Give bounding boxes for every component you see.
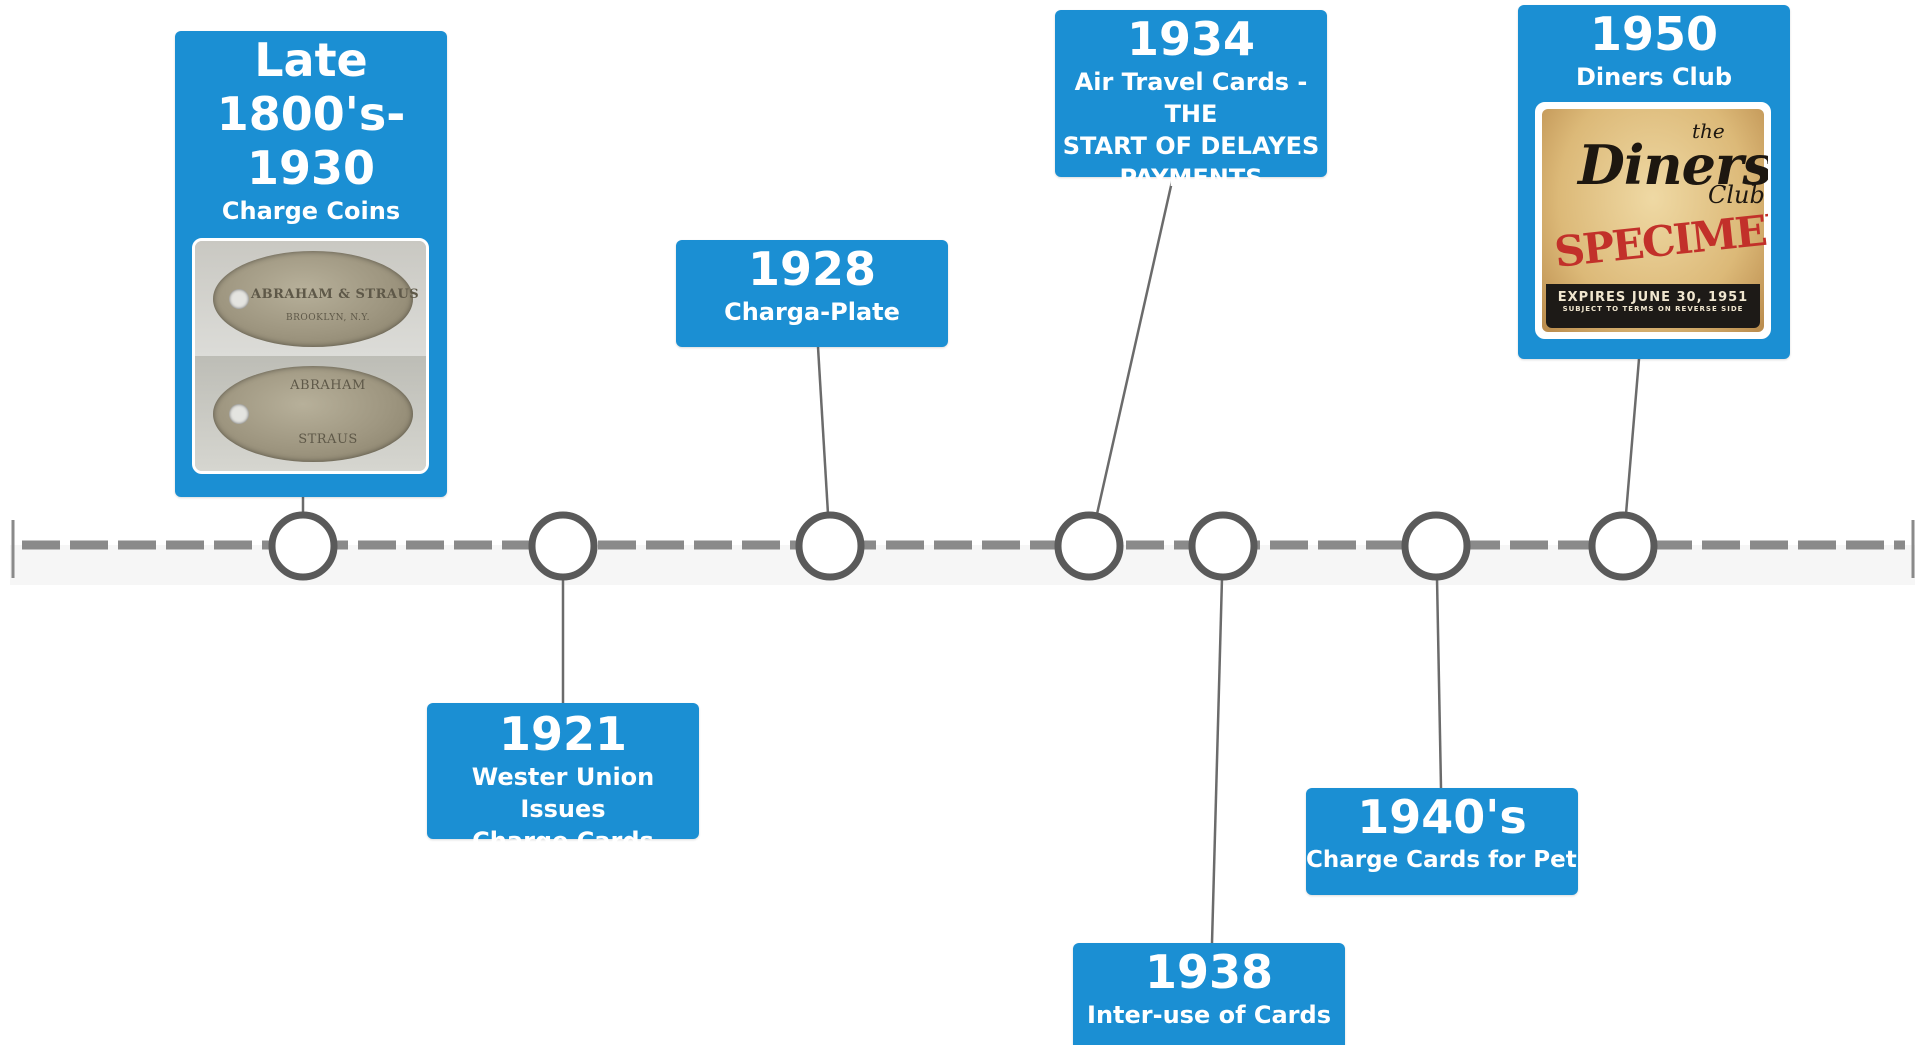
event-description: Wester Union Issues (471, 763, 655, 823)
diners-card-terms: SUBJECT TO TERMS ON REVERSE SIDE (1562, 305, 1744, 313)
timeline-node-1940s[interactable] (1401, 511, 1471, 581)
event-year: 1921 (498, 707, 628, 761)
diners-club-card-photo[interactable]: the Diners' Club SPECIMEN EXPIRES JUNE 3… (1535, 102, 1771, 339)
event-year: 1930 (246, 141, 376, 195)
event-description: Inter-use of Cards (1087, 1001, 1331, 1029)
connector-1934 (1095, 176, 1175, 515)
event-card-1938[interactable]: 1938 Inter-use of Cards (1073, 943, 1345, 1045)
event-year: 1800's- (216, 87, 406, 141)
event-description: Charge Cards for Petro (1306, 847, 1604, 873)
event-description: START OF DELAYES (1062, 132, 1320, 160)
event-card-late-1800s[interactable]: Late 1800's- 1930 Charge Coins ABRAHAM &… (175, 31, 447, 497)
event-year: 1934 (1126, 12, 1256, 66)
coin-photo-bottom: ABRAHAM STRAUS (195, 356, 426, 471)
diners-card-logo: Diners' (1578, 133, 1771, 197)
connector-1938 (1210, 577, 1224, 944)
event-card-1928[interactable]: 1928 Charga-Plate (676, 240, 948, 347)
diners-card-club: Club (1708, 181, 1765, 209)
event-card-1934[interactable]: 1934 Air Travel Cards - THE START OF DEL… (1055, 10, 1327, 192)
charge-coin: ABRAHAM STRAUS (213, 366, 413, 462)
charge-coins-photo[interactable]: ABRAHAM & STRAUS BROOKLYN, N.Y. ABRAHAM … (192, 238, 429, 474)
timeline-node-late-1800s[interactable] (268, 511, 338, 581)
event-description: Charga-Plate (724, 298, 900, 326)
coin-engraving: ABRAHAM & STRAUS (251, 287, 420, 302)
event-year: Late (254, 33, 368, 87)
event-description: PAYMENTS (1119, 164, 1263, 192)
timeline-node-1950[interactable] (1588, 511, 1658, 581)
diners-card-face: the Diners' Club SPECIMEN EXPIRES JUNE 3… (1542, 109, 1768, 332)
connector-1940s (1435, 577, 1443, 789)
event-description: Charge Coins (221, 197, 401, 225)
coin-engraving: STRAUS (298, 432, 358, 447)
coin-photo-top: ABRAHAM & STRAUS BROOKLYN, N.Y. (195, 241, 426, 356)
timeline-node-1921[interactable] (528, 511, 598, 581)
event-description: Air Travel Cards - THE (1074, 68, 1308, 128)
connector-1928 (816, 346, 830, 515)
event-year: 1928 (747, 242, 877, 296)
diners-card-the: the (1692, 119, 1725, 143)
event-year: 1940's (1357, 790, 1527, 844)
connector-1950 (1624, 358, 1641, 515)
diners-card-specimen: SPECIMEN (1552, 202, 1771, 277)
event-description: Diners Club (1575, 63, 1733, 91)
event-year: 1950 (1589, 7, 1719, 61)
coin-engraving: ABRAHAM (290, 378, 366, 393)
charge-coin: ABRAHAM & STRAUS BROOKLYN, N.Y. (213, 251, 420, 347)
event-card-1950[interactable]: 1950 Diners Club the Diners' Club SPECIM… (1518, 5, 1790, 359)
event-description: Charge Cards (472, 827, 654, 855)
timeline-node-1934[interactable] (1054, 511, 1124, 581)
coin-engraving: BROOKLYN, N.Y. (285, 313, 371, 323)
diners-card-expiry-strip: EXPIRES JUNE 30, 1951 SUBJECT TO TERMS O… (1546, 284, 1760, 328)
timeline-node-1938[interactable] (1188, 511, 1258, 581)
event-card-1921[interactable]: 1921 Wester Union Issues Charge Cards (427, 703, 699, 855)
diners-card-expires: EXPIRES JUNE 30, 1951 (1557, 290, 1749, 305)
coin-hole (229, 404, 249, 424)
coin-hole (229, 289, 249, 309)
timeline-node-1928[interactable] (795, 511, 865, 581)
event-year: 1938 (1144, 945, 1274, 999)
event-card-1940s[interactable]: 1940's Charge Cards for Petro (1306, 788, 1604, 895)
